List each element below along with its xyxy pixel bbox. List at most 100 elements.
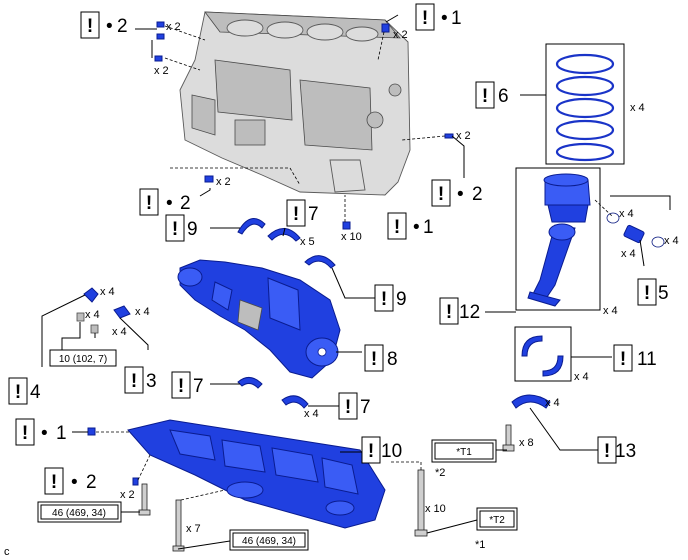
callout-12: ! 12 (439, 297, 480, 325)
piston-pin (606, 212, 665, 248)
piston-rings-box (545, 43, 625, 165)
svg-text:!: ! (51, 472, 57, 493)
callout-2-top-left: ! • 2 (80, 11, 128, 39)
svg-text:!: ! (131, 371, 137, 392)
plug-top-left (154, 21, 165, 62)
svg-text:10 (102, 7): 10 (102, 7) (59, 354, 107, 365)
svg-text:10: 10 (381, 441, 402, 462)
svg-text:6: 6 (498, 86, 509, 107)
qty-label: x 2 (216, 176, 231, 188)
qty-label: x 4 (304, 408, 319, 420)
qty-label: x 4 (135, 306, 150, 318)
qty-label: x 4 (545, 397, 560, 409)
qty-label: x 4 (619, 208, 634, 220)
svg-text:5: 5 (658, 283, 669, 304)
bolt-cap (502, 424, 515, 452)
plug-right-mid (444, 133, 454, 139)
callout-9-right: ! 9 (374, 284, 407, 312)
callout-5: ! 5 (637, 278, 669, 306)
qty-label: x 4 (100, 286, 115, 298)
svg-text:1: 1 (56, 423, 67, 444)
svg-text:*T1: *T1 (456, 447, 472, 458)
figure-footer: c (4, 546, 10, 558)
svg-text:!: ! (22, 423, 28, 444)
svg-text:!: ! (438, 184, 444, 205)
svg-text:•: • (441, 8, 448, 29)
callout-1-mid: ! • 1 (387, 212, 434, 240)
bolt-short (138, 483, 151, 516)
svg-text:7: 7 (193, 376, 204, 397)
svg-text:4: 4 (30, 382, 41, 403)
callout-11: ! 11 (613, 344, 657, 372)
svg-text:!: ! (15, 382, 21, 403)
qty-label: x 5 (300, 236, 315, 248)
plug-left-mid (204, 175, 214, 183)
svg-text:46 (469, 34): 46 (469, 34) (52, 508, 106, 519)
svg-text:!: ! (178, 376, 184, 397)
qty-label: x 2 (393, 29, 408, 41)
svg-text:13: 13 (615, 441, 636, 462)
piston-rod-box (515, 167, 601, 311)
svg-text:46 (469, 34): 46 (469, 34) (242, 536, 296, 547)
svg-text:•: • (457, 184, 464, 205)
crankshaft (177, 259, 341, 379)
svg-text:•: • (71, 472, 78, 493)
callout-2-mid: ! • 2 (139, 188, 191, 216)
plug-top-right (381, 23, 390, 33)
qty-label: x 2 (120, 489, 135, 501)
svg-text:12: 12 (459, 302, 480, 323)
callout-7-top: ! 7 (286, 199, 319, 227)
svg-text:!: ! (293, 204, 299, 225)
svg-text:!: ! (394, 217, 400, 238)
bolt-long (172, 499, 185, 552)
callout-13: ! 13 (597, 436, 636, 464)
callout-7-left: ! 7 (171, 371, 204, 399)
svg-text:!: ! (368, 441, 374, 462)
torque-box-short-bolt: 46 (469, 34) (37, 501, 122, 523)
qty-label: x 2 (166, 21, 181, 33)
svg-text:!: ! (345, 397, 351, 418)
svg-text:•: • (166, 193, 173, 214)
svg-text:•: • (413, 217, 420, 238)
callout-9-top: ! 9 (165, 214, 198, 242)
qty-label: x 7 (186, 523, 201, 535)
tag-t2: *T2 (476, 507, 518, 531)
qty-label: x 4 (85, 309, 100, 321)
svg-text:2: 2 (180, 193, 191, 214)
svg-text:!: ! (87, 16, 93, 37)
svg-text:*T2: *T2 (489, 515, 505, 526)
callout-8: ! 8 (364, 344, 398, 372)
callout-6: ! 6 (475, 81, 509, 109)
svg-text:2: 2 (117, 16, 128, 37)
callout-4: ! 4 (8, 377, 41, 405)
svg-text:9: 9 (396, 289, 407, 310)
thrust-washer (237, 377, 309, 409)
cylinder-block (179, 11, 411, 196)
qty-label: x 4 (574, 371, 589, 383)
svg-text:7: 7 (360, 397, 371, 418)
qty-label: x 4 (630, 102, 645, 114)
callout-3: ! 3 (124, 366, 157, 394)
svg-text:•: • (41, 423, 48, 444)
svg-text:7: 7 (308, 204, 319, 225)
qty-label: x 4 (621, 248, 636, 260)
callout-1-top-right: ! • 1 (415, 3, 462, 31)
svg-text:2: 2 (86, 472, 97, 493)
svg-text:!: ! (371, 349, 377, 370)
callout-1-bottom: ! • 1 (15, 418, 67, 446)
svg-text:!: ! (381, 289, 387, 310)
qty-label: x 4 (603, 305, 618, 317)
svg-text:2: 2 (472, 184, 483, 205)
svg-text:9: 9 (187, 219, 198, 240)
oil-pan-plug (87, 427, 96, 436)
svg-text:•: • (106, 16, 113, 37)
svg-text:1: 1 (423, 217, 434, 238)
callout-2-bottom: ! • 2 (44, 467, 97, 495)
qty-label: x 10 (341, 231, 362, 243)
qty-label: x 8 (519, 437, 534, 449)
cap-bearing (511, 394, 551, 409)
rod-bearing-box (514, 326, 572, 382)
qty-label: x 2 (154, 65, 169, 77)
qty-label: x 10 (425, 503, 446, 515)
callout-2-right: ! • 2 (431, 179, 483, 207)
